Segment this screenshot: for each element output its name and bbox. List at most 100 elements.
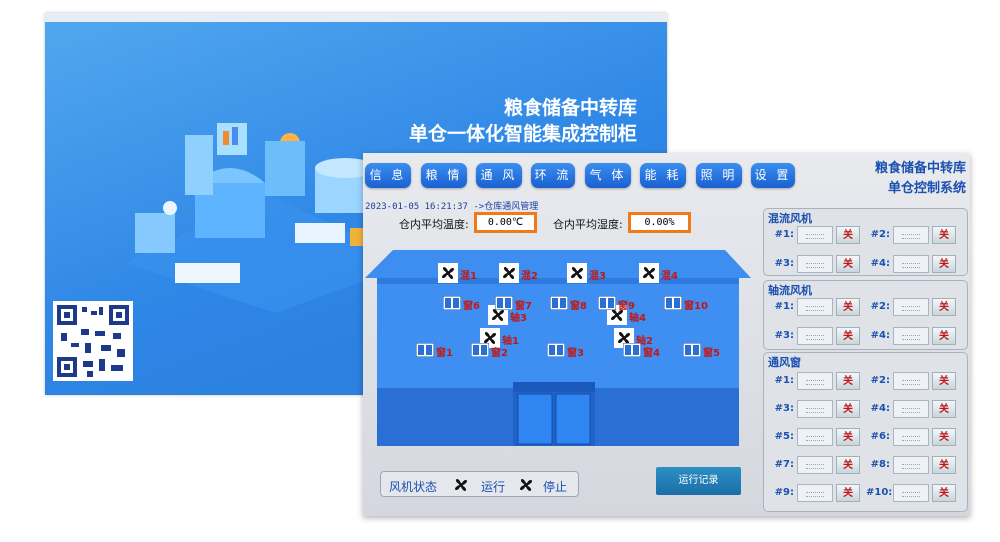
off-toggle-button[interactable]: 关	[836, 428, 860, 446]
window-icon	[442, 295, 462, 314]
control-group-title: 轴流风机	[768, 284, 812, 297]
control-value-field	[797, 484, 833, 502]
window-icon	[622, 342, 642, 361]
nav-circulation-button[interactable]: 环 流	[531, 163, 575, 188]
fan-label: 轴4	[629, 313, 646, 324]
nav-grain-button[interactable]: 粮 情	[421, 163, 467, 188]
window-label: 窗10	[684, 301, 708, 312]
control-item-id: #8:	[870, 459, 890, 470]
control-value-field	[893, 255, 929, 273]
off-toggle-button[interactable]: 关	[836, 298, 860, 316]
run-record-button[interactable]: 运行记录	[656, 467, 741, 495]
nav-gas-button[interactable]: 气 体	[585, 163, 631, 188]
window-icon	[415, 342, 435, 361]
qr-code	[53, 301, 133, 381]
off-toggle-button[interactable]: 关	[932, 255, 956, 273]
window-icon	[494, 295, 514, 314]
nav-ventilation-button[interactable]: 通 风	[476, 163, 522, 188]
window-icon	[546, 342, 566, 361]
window-icon	[663, 295, 683, 314]
window-label: 窗3	[567, 348, 584, 359]
control-group: 混流风机 #1: 关 #2: 关 #3: 关 #4: 关	[763, 208, 968, 276]
control-item-id: #4:	[870, 330, 890, 341]
control-item-id: #1:	[774, 375, 794, 386]
breadcrumb: ->仓库通风管理	[473, 202, 539, 212]
control-value-field	[797, 327, 833, 345]
window-label: 窗6	[463, 301, 480, 312]
control-value-field	[893, 298, 929, 316]
control-group: 轴流风机#1:关#2:关#3:关#4:关	[763, 280, 968, 350]
fan-label: 混2	[521, 271, 538, 282]
control-value-field	[797, 255, 833, 273]
nav-lighting-button[interactable]: 照 明	[696, 163, 742, 188]
fan-stopped-label: 停止	[543, 480, 568, 494]
control-item-id: #2:	[870, 375, 890, 386]
window-label: 窗9	[618, 301, 635, 312]
control-item-id: #10:	[866, 487, 893, 498]
avg-humidity-label: 仓内平均湿度:	[553, 218, 623, 231]
control-value-field	[893, 372, 929, 390]
off-toggle-button[interactable]: 关	[932, 372, 956, 390]
window-label: 窗8	[570, 301, 587, 312]
window-icon	[549, 295, 569, 314]
window-label: 窗1	[436, 348, 453, 359]
fan-label: 混4	[661, 271, 678, 282]
panel-title-line2: 单仓控制系统	[887, 181, 966, 196]
nav-info-button[interactable]: 信 息	[365, 163, 411, 188]
nav-settings-button[interactable]: 设 置	[751, 163, 795, 188]
window-label: 窗7	[515, 301, 532, 312]
fan-label: 轴3	[510, 313, 527, 324]
fan-icon	[499, 263, 519, 287]
off-toggle-button[interactable]: 关	[932, 298, 956, 316]
off-toggle-button[interactable]: 关	[932, 484, 956, 502]
off-toggle-button[interactable]: 关	[836, 456, 860, 474]
control-item-id: #1:	[774, 301, 794, 312]
fan-icon	[567, 263, 587, 287]
fan-label: 混1	[460, 271, 477, 282]
control-group: 通风窗#1:关#2:关#3:关#4:关#5:关#6:关#7:关#8:关#9:关#…	[763, 352, 968, 512]
off-toggle-button[interactable]: 关	[932, 428, 956, 446]
nav-energy-button[interactable]: 能 耗	[640, 163, 686, 188]
off-toggle-button[interactable]: 关	[932, 327, 956, 345]
off-toggle-button[interactable]: 关	[836, 372, 860, 390]
control-item-id: #6:	[870, 431, 890, 442]
timestamp: 2023-01-05 16:21:37	[365, 202, 468, 212]
off-toggle-button[interactable]: 关	[932, 400, 956, 418]
control-value-field	[893, 400, 929, 418]
off-toggle-button[interactable]: 关	[836, 400, 860, 418]
control-group-title: 通风窗	[768, 356, 801, 369]
warehouse-illustration	[125, 123, 415, 313]
control-value-field	[797, 298, 833, 316]
off-toggle-button[interactable]: 关	[836, 327, 860, 345]
window-label: 窗2	[491, 348, 508, 359]
avg-temp-label: 仓内平均温度:	[399, 218, 469, 231]
off-toggle-button[interactable]: 关	[836, 226, 860, 244]
panel-title-line1: 粮食储备中转库	[874, 161, 966, 176]
control-item-id: #5:	[774, 431, 794, 442]
off-toggle-button[interactable]: 关	[932, 456, 956, 474]
fan-running-icon	[451, 475, 471, 499]
control-item-id: #4:	[870, 403, 890, 414]
control-item-id: #3:	[774, 330, 794, 341]
control-item-id: #1:	[774, 229, 794, 240]
fan-label: 轴2	[636, 336, 653, 347]
control-value-field	[893, 327, 929, 345]
control-value-field	[797, 428, 833, 446]
fan-label: 轴1	[502, 336, 519, 347]
splash-title-line2: 单仓一体化智能集成控制柜	[408, 123, 637, 145]
control-item-id: #3:	[774, 258, 794, 269]
off-toggle-button[interactable]: 关	[836, 255, 860, 273]
off-toggle-button[interactable]: 关	[836, 484, 860, 502]
control-value-field	[797, 456, 833, 474]
window-icon	[597, 295, 617, 314]
control-group-title: 混流风机	[768, 212, 812, 225]
timestamp-breadcrumb: 2023-01-05 16:21:37 ->仓库通风管理	[365, 199, 538, 212]
window-label: 窗5	[703, 348, 720, 359]
fan-label: 混3	[589, 271, 606, 282]
control-value-field	[797, 226, 833, 244]
control-item-id: #4:	[870, 258, 890, 269]
control-item-id: #2:	[870, 229, 890, 240]
fan-status-legend: 风机状态 运行 停止	[380, 471, 579, 497]
control-value-field	[893, 226, 929, 244]
off-toggle-button[interactable]: 关	[932, 226, 956, 244]
